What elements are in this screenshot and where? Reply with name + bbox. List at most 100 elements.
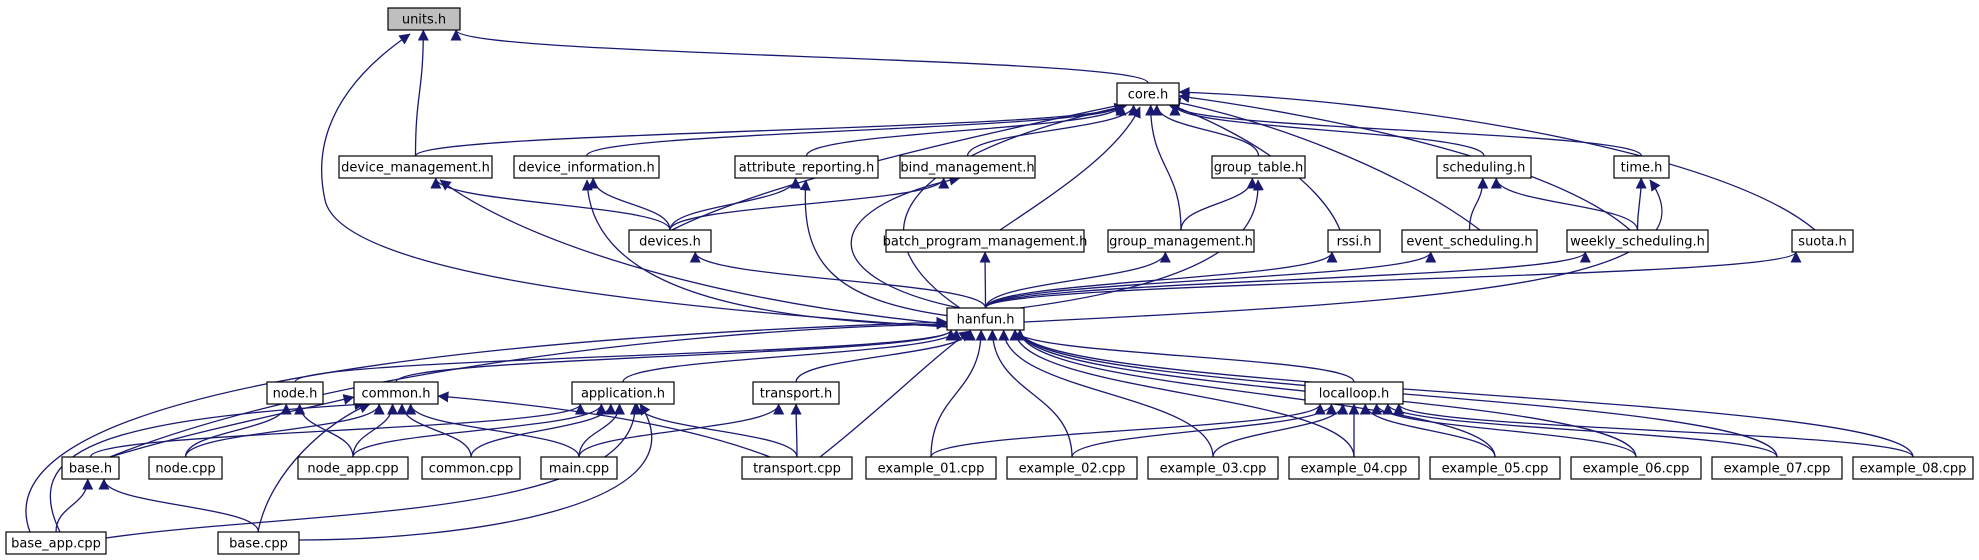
node-rssi[interactable]: rssi.h — [1327, 229, 1381, 253]
node-ex01[interactable]: example_01.cpp — [865, 456, 997, 480]
edge-ex02-to-localloop — [1071, 403, 1337, 458]
node-label: hanfun.h — [957, 313, 1015, 328]
node-common-cpp[interactable]: common.cpp — [421, 456, 521, 480]
node-box — [1147, 456, 1279, 480]
edge-ex05-to-hanfun — [1014, 329, 1496, 458]
edge-hanfun-to-suota — [984, 251, 1802, 309]
node-box — [1327, 229, 1381, 253]
node-bind-management[interactable]: bind_management.h — [899, 155, 1036, 179]
node-event-scheduling[interactable]: event_scheduling.h — [1401, 229, 1538, 253]
node-box — [1288, 456, 1420, 480]
node-box — [1006, 456, 1138, 480]
edge-common_cpp-to-application — [470, 403, 617, 458]
edge-weekly_scheduling-to-core — [1178, 91, 1631, 231]
node-group-management[interactable]: group_management.h — [1107, 229, 1255, 253]
node-node-cpp[interactable]: node.cpp — [148, 456, 223, 480]
node-box — [421, 456, 521, 480]
node-node-h[interactable]: node.h — [266, 381, 324, 405]
node-batch-program-management[interactable]: batch_program_management.h — [883, 229, 1088, 253]
node-label: node.h — [273, 387, 318, 402]
node-box — [5, 531, 107, 555]
node-ex06[interactable]: example_06.cpp — [1570, 456, 1702, 480]
edge-base_app_cpp-to-hanfun — [25, 316, 948, 533]
node-label: common.cpp — [429, 462, 513, 477]
edge-weekly_scheduling-to-scheduling — [1490, 177, 1639, 231]
node-label: example_06.cpp — [1583, 462, 1690, 477]
node-core[interactable]: core.h — [1116, 82, 1180, 106]
edge-hanfun-to-group_management — [984, 251, 1171, 309]
node-node-app-cpp[interactable]: node_app.cpp — [297, 456, 409, 480]
node-base-cpp[interactable]: base.cpp — [217, 531, 300, 555]
node-box — [885, 229, 1085, 253]
node-application[interactable]: application.h — [571, 381, 675, 405]
node-label: units.h — [402, 13, 446, 28]
node-box — [1566, 229, 1709, 253]
node-ex03[interactable]: example_03.cpp — [1147, 456, 1279, 480]
node-group-table[interactable]: group_table.h — [1211, 155, 1306, 179]
nodes-layer: units.h core.h device_management.h device_i… — [5, 7, 1974, 555]
edge-base_app_cpp-to-application — [105, 403, 641, 539]
node-device-management[interactable]: device_management.h — [338, 155, 493, 179]
node-box — [1429, 456, 1561, 480]
edge-hanfun-to-device_management — [439, 179, 948, 325]
node-label: transport.cpp — [753, 462, 841, 477]
node-box — [865, 456, 997, 480]
edge-transport_cpp-to-application — [631, 403, 798, 458]
node-ex07[interactable]: example_07.cpp — [1711, 456, 1843, 480]
edge-scheduling-to-core — [1169, 104, 1485, 157]
node-ex02[interactable]: example_02.cpp — [1006, 456, 1138, 480]
node-label: common.h — [362, 387, 431, 402]
node-device-information[interactable]: device_information.h — [513, 155, 660, 179]
node-label: group_table.h — [1214, 161, 1304, 176]
node-time[interactable]: time.h — [1613, 155, 1670, 179]
node-label: node_app.cpp — [307, 462, 398, 477]
edge-hanfun-to-bind_management — [850, 174, 961, 309]
node-scheduling[interactable]: scheduling.h — [1436, 155, 1532, 179]
edge-transport_cpp-to-transport_h — [790, 403, 802, 458]
edge-event_scheduling-to-core — [1169, 97, 1481, 231]
edge-base_app_cpp-to-base_h — [55, 478, 94, 533]
node-hanfun[interactable]: hanfun.h — [946, 307, 1025, 331]
node-units[interactable]: units.h — [387, 7, 461, 31]
node-label: scheduling.h — [1443, 161, 1526, 176]
edge-hanfun-to-event_scheduling — [984, 251, 1437, 309]
node-label: device_management.h — [341, 161, 490, 176]
node-label: device_information.h — [518, 161, 655, 176]
node-label: localloop.h — [1319, 387, 1389, 402]
edge-ex02-to-hanfun — [986, 329, 1073, 458]
node-box — [1711, 456, 1843, 480]
node-ex08[interactable]: example_08.cpp — [1852, 456, 1974, 480]
node-transport-cpp[interactable]: transport.cpp — [741, 456, 853, 480]
node-common-h[interactable]: common.h — [353, 381, 439, 405]
node-attribute-reporting[interactable]: attribute_reporting.h — [734, 155, 879, 179]
edge-group_management-to-core — [1145, 104, 1182, 231]
edge-group_table-to-core — [1151, 104, 1260, 157]
node-label: weekly_scheduling.h — [1570, 235, 1705, 250]
node-main-cpp[interactable]: main.cpp — [540, 456, 618, 480]
edge-node_cpp-to-node_h — [184, 403, 292, 458]
node-localloop[interactable]: localloop.h — [1304, 381, 1404, 405]
node-ex05[interactable]: example_05.cpp — [1429, 456, 1561, 480]
edge-hanfun-to-time — [1023, 179, 1663, 323]
node-label: node.cpp — [155, 462, 215, 477]
edge-devices-to-bind_management — [669, 177, 950, 231]
node-devices[interactable]: devices.h — [628, 229, 712, 253]
edge-devices-to-attribute_reporting — [669, 177, 802, 231]
node-base-h[interactable]: base.h — [61, 456, 120, 480]
node-box — [752, 381, 840, 405]
node-ex04[interactable]: example_04.cpp — [1288, 456, 1420, 480]
edge-event_scheduling-to-scheduling — [1468, 177, 1489, 231]
edge-devices-to-device_management — [430, 177, 671, 231]
node-weekly-scheduling[interactable]: weekly_scheduling.h — [1566, 229, 1709, 253]
node-base-app-cpp[interactable]: base_app.cpp — [5, 531, 107, 555]
node-box — [540, 456, 618, 480]
edge-node_h-to-hanfun — [294, 329, 957, 383]
node-box — [61, 456, 120, 480]
node-box — [1436, 155, 1532, 179]
node-box — [217, 531, 300, 555]
edge-localloop-to-hanfun — [1009, 329, 1355, 383]
edge-ex05-to-localloop — [1359, 403, 1496, 458]
node-suota[interactable]: suota.h — [1791, 229, 1854, 253]
node-transport-h[interactable]: transport.h — [752, 381, 840, 405]
